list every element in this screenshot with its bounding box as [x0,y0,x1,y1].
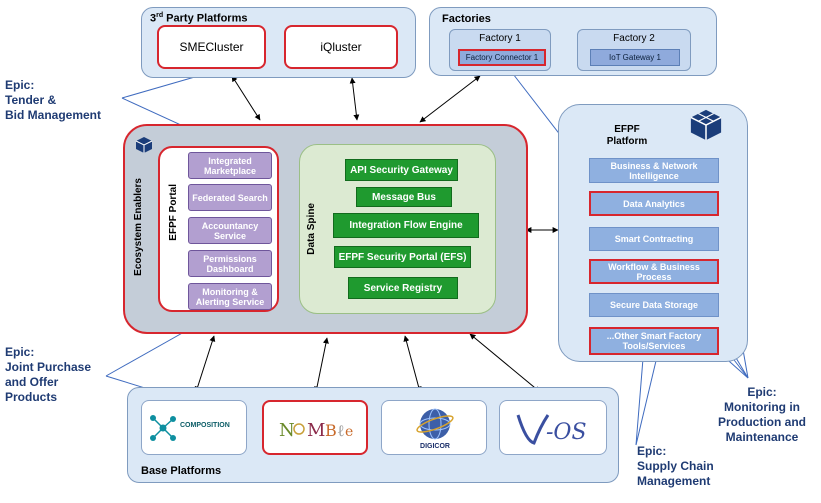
smart-contracting-item[interactable]: Smart Contracting [589,227,719,251]
iot-gateway-1[interactable]: IoT Gateway 1 [590,49,680,66]
nimble-logo[interactable]: N M B ℓ e [262,400,368,455]
svg-text:N: N [279,420,295,441]
api-security-gateway-item[interactable]: API Security Gateway [345,159,458,181]
svg-text:ℓ: ℓ [337,421,345,440]
data-spine-label: Data Spine [306,203,317,255]
svg-text:M: M [307,420,325,441]
ecosystem-enablers-label: Ecosystem Enablers [133,178,144,276]
efpf-security-portal-item[interactable]: EFPF Security Portal (EFS) [334,246,471,268]
svg-text:e: e [345,424,353,440]
nimble-logo-mark: N M B ℓ e [279,420,353,441]
integrated-marketplace-item[interactable]: Integrated Marketplace [188,152,272,179]
smecluster-box[interactable]: SMECluster [157,25,266,69]
efpf-platform-title: EFPF Platform [606,124,648,147]
ecosystem-enablers-panel: Ecosystem Enablers EFPF Portal Integrate… [123,124,528,334]
integration-arrows [194,75,559,393]
digicor-globe-icon [416,408,454,440]
composition-network-icon [150,415,176,441]
base-platforms-title: Base Platforms [141,465,222,477]
svg-text:B: B [325,421,337,440]
iqluster-box[interactable]: iQluster [284,25,398,69]
factories-title: Factories [442,13,491,25]
workflow-business-process-item[interactable]: Workflow & Business Process [589,259,719,284]
data-analytics-item[interactable]: Data Analytics [589,191,719,216]
efpf-cube-icon [135,137,153,153]
business-network-intelligence-item[interactable]: Business & Network Intelligence [589,158,719,183]
vfos-logo-mark: -OS [516,414,587,445]
svg-text:-OS: -OS [546,420,587,445]
epic-tender-bid-management: Epic: Tender & Bid Management [5,78,102,122]
factory-2-label: Factory 2 [613,33,655,44]
epic-supply-chain-management: Epic: Supply Chain Management [637,444,714,488]
third-party-title: 3rd Party Platforms [150,12,248,25]
digicor-logo-text: DIGICOR [420,443,450,450]
composition-logo[interactable]: COMPOSITION [141,400,247,455]
service-registry-item[interactable]: Service Registry [348,277,458,299]
accountancy-service-item[interactable]: Accountancy Service [188,217,272,244]
digicor-logo[interactable]: DIGICOR [381,400,487,455]
integration-flow-engine-item[interactable]: Integration Flow Engine [333,213,479,238]
message-bus-item[interactable]: Message Bus [356,187,452,207]
other-smart-factory-tools-item[interactable]: ...Other Smart Factory Tools/Services [589,327,719,355]
third-party-platforms-panel: 3rd Party Platforms SMECluster iQluster [141,7,416,78]
efpf-portal-label: EFPF Portal [168,184,179,241]
monitoring-alerting-item[interactable]: Monitoring & Alerting Service [188,283,272,310]
factories-panel: Factories Factory 1 Factory Connector 1 … [429,7,717,76]
factory-connector-1[interactable]: Factory Connector 1 [458,49,546,66]
federated-search-item[interactable]: Federated Search [188,184,272,211]
efpf-platform-panel: EFPF Platform Business & Network Intelli… [558,104,748,362]
secure-data-storage-item[interactable]: Secure Data Storage [589,293,719,317]
composition-logo-text: COMPOSITION [180,422,230,429]
factory-1-box[interactable]: Factory 1 Factory Connector 1 [449,29,551,71]
epic-joint-purchase: Epic: Joint Purchase and Offer Products [5,345,92,404]
base-platforms-panel: Base Platforms COMPOSITION N M B ℓ e DIG [127,387,619,483]
vfos-logo[interactable]: -OS [499,400,607,455]
efpf-portal-box: EFPF Portal Integrated Marketplace Feder… [158,146,279,312]
permissions-dashboard-item[interactable]: Permissions Dashboard [188,250,272,277]
factory-2-box[interactable]: Factory 2 IoT Gateway 1 [577,29,691,71]
epic-monitoring-production: Epic: Monitoring in Production and Maint… [718,385,806,444]
data-spine-box: Data Spine API Security Gateway Message … [299,144,496,314]
factory-1-label: Factory 1 [479,33,521,44]
efpf-platform-cube-icon [690,109,722,141]
